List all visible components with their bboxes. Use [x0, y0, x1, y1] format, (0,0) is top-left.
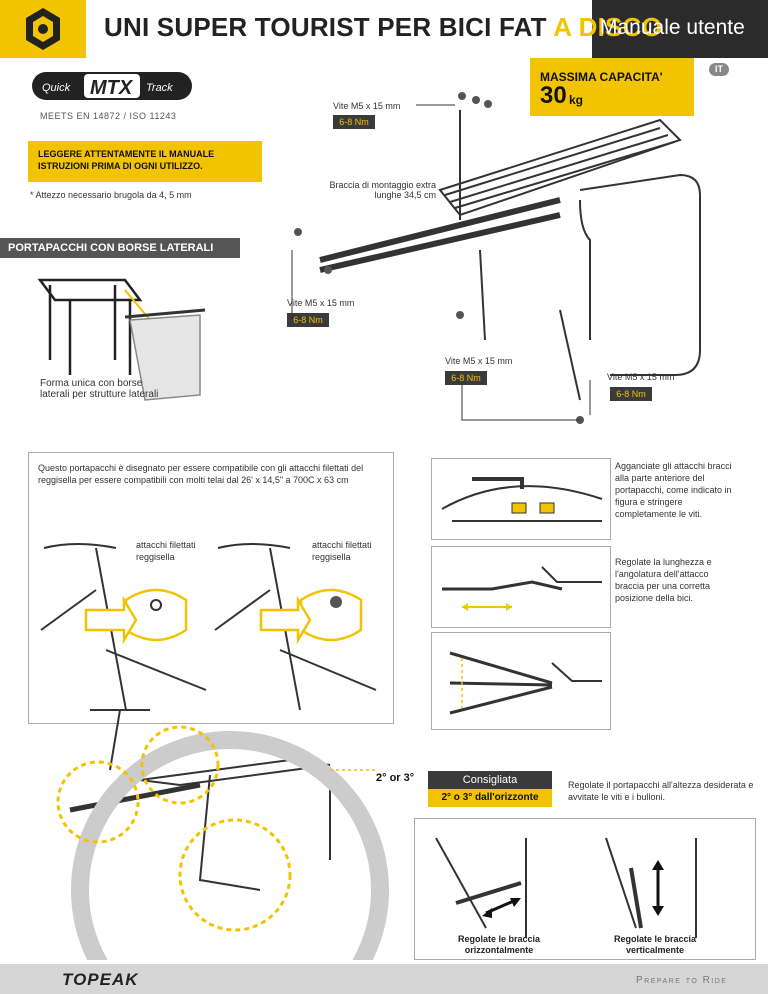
- rack-exploded-illustration: [294, 92, 701, 424]
- topeak-logo-icon: [26, 8, 60, 50]
- recommended-label: Consigliata: [428, 771, 552, 789]
- pannier-rack-illustration: [37, 278, 206, 401]
- seatpost-mounts-illustration: [40, 543, 377, 711]
- topeak-logo: [0, 0, 86, 58]
- capacity-unit: kg: [569, 93, 584, 107]
- capacity-value: 30: [540, 82, 567, 109]
- adjust-step-text: Regolate la lunghezza e l'angolatura del…: [615, 557, 712, 603]
- compat-text: Questo portapacchi è disegnato per esser…: [38, 463, 364, 485]
- recommended-value: 2° o 3° dall'orizzonte: [428, 789, 552, 807]
- angle-instruction: Regolate il portapacchi all'altezza desi…: [568, 780, 754, 802]
- section-header-panniers: [0, 238, 240, 258]
- bike-rack-mounted-illustration: [56, 709, 389, 960]
- arms-note: Braccia di montaggio extra lunghe 34,5 c…: [329, 180, 436, 200]
- footer-brand: TOPEAK: [62, 970, 139, 989]
- torque-badge-1: 6-8 Nm: [333, 115, 375, 129]
- mtx-logo: Quick MTX Track: [32, 72, 192, 100]
- adjust-angle-panel: [431, 632, 611, 730]
- vertical-adjust-caption: Regolate le braccia verticalmente: [613, 934, 697, 955]
- svg-text:Quick: Quick: [42, 82, 71, 94]
- attach-detail-panel: [431, 458, 611, 540]
- warning-text: LEGGERE ATTENTAMENTE IL MANUALE ISTRUZIO…: [38, 149, 215, 171]
- adjust-angle-illustration: [449, 651, 602, 715]
- torque-badge-2: 6-8 Nm: [287, 313, 329, 327]
- footer-bar: [0, 964, 768, 994]
- svg-text:MTX: MTX: [90, 77, 134, 99]
- svg-text:Track: Track: [146, 82, 173, 94]
- torque-badge-3: 6-8 Nm: [445, 371, 487, 385]
- adjust-length-illustration: [442, 566, 602, 611]
- pannier-caption: Forma unica con borse laterali per strut…: [40, 378, 159, 400]
- compat-panel: [28, 452, 394, 724]
- adjust-views-panel: [414, 818, 756, 960]
- attach-detail-illustration: [441, 477, 603, 522]
- page-title: UNI SUPER TOURIST PER BICI FAT A DISCO: [104, 12, 662, 42]
- manual-label: Manuale utente: [600, 16, 745, 39]
- adjust-length-panel: [431, 546, 611, 628]
- section-title-panniers: PORTAPACCHI CON BORSE LATERALI: [8, 242, 214, 254]
- screw-label-1: Vite M5 x 15 mm: [333, 101, 401, 111]
- capacity-label: MASSIMA CAPACITA': [540, 70, 663, 84]
- title-area: [86, 0, 592, 58]
- callout-seatpost-2: attacchi filettati reggisella: [312, 540, 372, 562]
- torque-badge-4: 6-8 Nm: [610, 387, 652, 401]
- angle-label: 2° or 3°: [376, 772, 415, 784]
- capacity-box: [530, 58, 694, 116]
- footer-tagline: Prepare to Ride: [636, 975, 728, 986]
- screw-label-3: Vite M5 x 15 mm: [445, 356, 513, 366]
- horizontal-adjust-caption: Regolate le braccia orizzontalmente: [457, 934, 541, 955]
- warning-box: [28, 141, 262, 182]
- adjust-views-illustration: [435, 837, 697, 938]
- callout-seatpost-1: attacchi filettati reggisella: [136, 540, 196, 562]
- standards-text: MEETS EN 14872 / ISO 11243: [40, 111, 177, 121]
- quicktrack-mtx-logo-icon: Quick MTX Track: [42, 74, 173, 99]
- language-badge: IT: [709, 63, 729, 76]
- screw-label-4: Vite M5 x 15 mm: [607, 372, 675, 382]
- screw-label-2: Vite M5 x 15 mm: [287, 298, 355, 308]
- attach-step-text: Agganciate gli attacchi bracci alla part…: [615, 461, 732, 519]
- tool-note: * Attezzo necessario brugola da 4, 5 mm: [30, 190, 192, 200]
